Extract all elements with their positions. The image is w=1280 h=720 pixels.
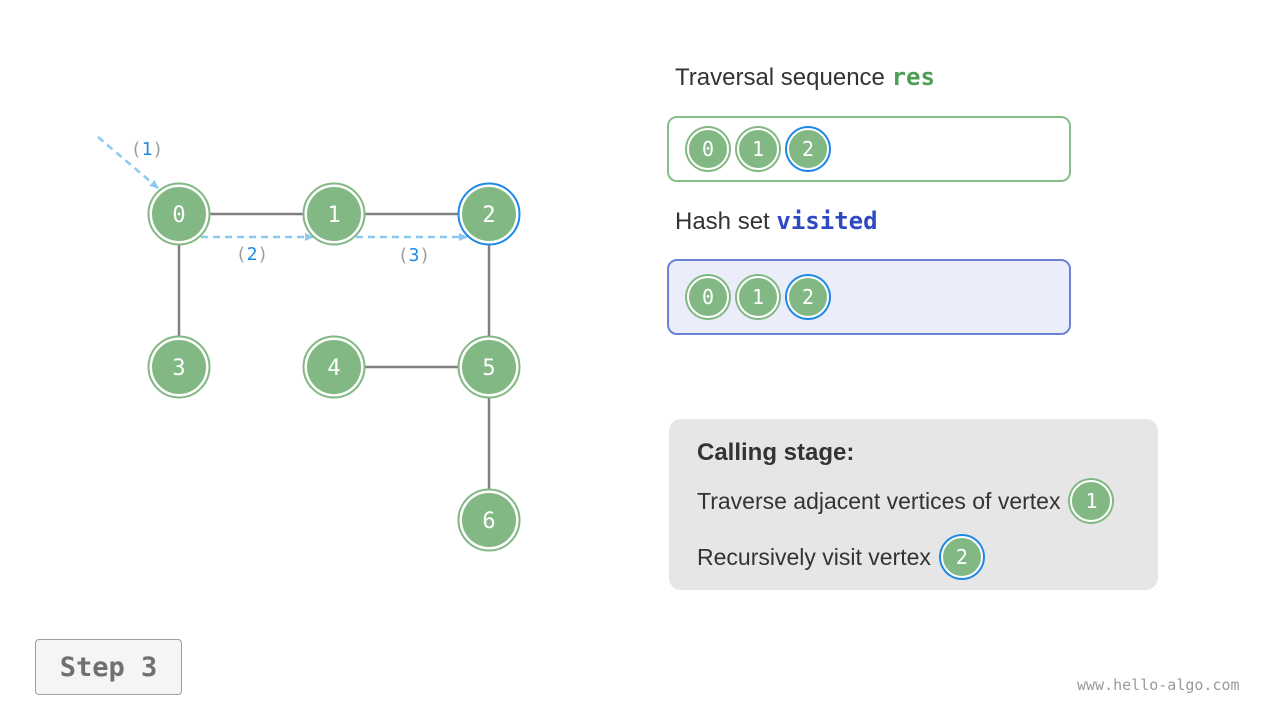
vertex-label: 0 — [172, 203, 185, 228]
stage-line2-text: Recursively visit vertex — [697, 543, 931, 570]
calling-stage-panel: Calling stage: Traverse adjacent vertice… — [669, 419, 1158, 590]
res-title: Traversal sequence res — [675, 63, 935, 91]
traversal-step-label-2: (2) — [236, 244, 269, 265]
vertex-5: 5 — [457, 335, 521, 399]
watermark: www.hello-algo.com — [1077, 676, 1240, 694]
res-code-label: res — [891, 63, 935, 91]
visited-chip-1: 1 — [737, 276, 779, 318]
vertex-label: 4 — [327, 356, 340, 381]
vertex-circle — [462, 340, 516, 394]
vertex-6: 6 — [457, 488, 521, 552]
stage-vertex-chip-current: 2 — [940, 536, 983, 578]
vertex-label: 1 — [327, 203, 340, 228]
visited-code-label: visited — [776, 207, 878, 235]
res-chip-2: 2 — [787, 128, 829, 170]
vertex-label: 3 — [172, 356, 185, 381]
vertex-label: 2 — [482, 203, 495, 228]
vertex-circle — [152, 187, 206, 241]
visited-title: Hash set visited — [675, 207, 878, 235]
traversal-step-label-3: (3) — [398, 245, 431, 266]
vertex-4: 4 — [302, 335, 366, 399]
traversal-arrows: (1) (2) (3) — [97, 136, 468, 266]
vertex-label: 6 — [482, 509, 495, 534]
vertex-2: 2 — [457, 182, 521, 246]
visited-chip-2: 2 — [787, 276, 829, 318]
vertices: 0 1 2 3 4 5 6 — [147, 182, 521, 552]
vertex-0: 0 — [147, 182, 211, 246]
vertex-circle — [307, 187, 361, 241]
vertex-circle — [462, 493, 516, 547]
stage-line-recurse: Recursively visit vertex 2 — [697, 535, 1130, 579]
traversal-arrow-1 — [97, 136, 159, 189]
vertex-label: 5 — [482, 356, 495, 381]
vertex-3: 3 — [147, 335, 211, 399]
step-indicator: Step 3 — [35, 639, 182, 695]
res-chip-0: 0 — [687, 128, 729, 170]
graph-diagram: (1) (2) (3) 0 1 2 3 4 5 6 — [97, 136, 521, 552]
stage-line-traverse: Traverse adjacent vertices of vertex 1 — [697, 479, 1130, 523]
traversal-step-label-1: (1) — [131, 139, 164, 160]
stage-heading: Calling stage: — [697, 439, 855, 466]
vertex-1: 1 — [302, 182, 366, 246]
vertex-circle — [152, 340, 206, 394]
vertex-circle — [307, 340, 361, 394]
res-chip-1: 1 — [737, 128, 779, 170]
stage-vertex-chip: 1 — [1070, 480, 1113, 522]
visited-chip-0: 0 — [687, 276, 729, 318]
vertex-circle — [462, 187, 516, 241]
stage-line1-text: Traverse adjacent vertices of vertex — [697, 487, 1061, 514]
